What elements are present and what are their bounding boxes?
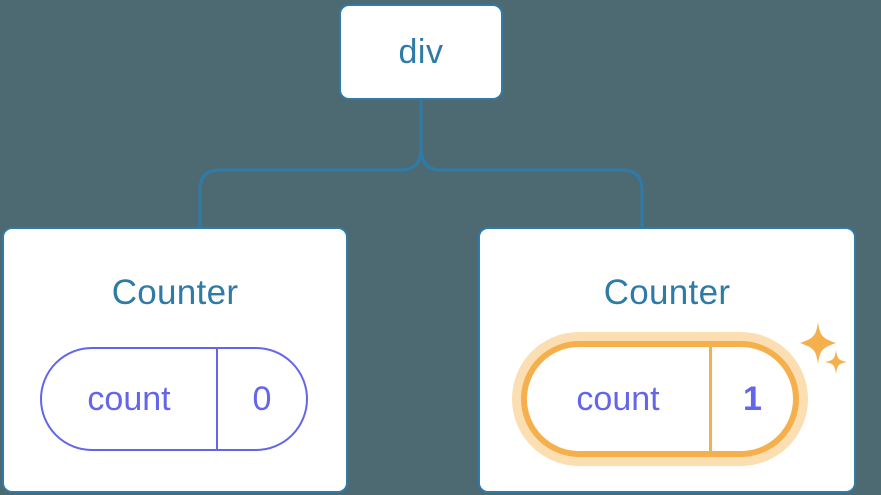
node-div-label: div <box>398 33 444 71</box>
state-pill-left-value: 0 <box>252 380 272 418</box>
state-pill-right-key: count <box>527 347 712 451</box>
state-pill-count-left[interactable]: count 0 <box>40 347 308 451</box>
counter-card-right-title: Counter <box>603 273 731 312</box>
state-pill-right-body[interactable]: count 1 <box>521 341 799 457</box>
counter-card-left-title: Counter <box>111 273 239 312</box>
connector-branch-right <box>419 146 644 229</box>
state-pill-count-right-highlighted[interactable]: count 1 <box>512 332 808 466</box>
state-pill-right-value: 1 <box>743 380 762 418</box>
node-div[interactable]: div <box>339 4 503 100</box>
state-pill-left-key: count <box>42 349 218 449</box>
connector-branch-left <box>198 146 423 229</box>
